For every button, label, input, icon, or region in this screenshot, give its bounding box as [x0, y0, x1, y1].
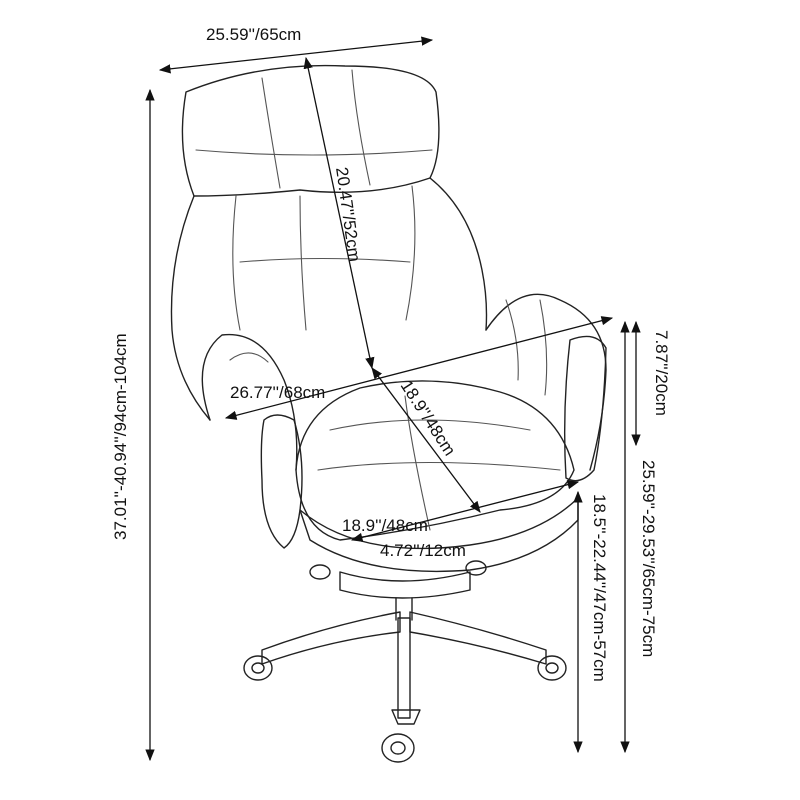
- dimension-labels: 25.59''/65cm 20.47''/52cm 26.77''/68cm 1…: [111, 25, 671, 682]
- seat-height-label: 18.5''-22.44''/47cm-57cm: [590, 494, 609, 682]
- arm-floor-height-label: 25.59''-29.53''/65cm-75cm: [639, 460, 658, 657]
- seat-width-label: 18.9''/48cm: [342, 516, 428, 535]
- seat-depth-label: 18.9''/48cm: [397, 377, 460, 459]
- armrest-height-label: 7.87''/20cm: [652, 330, 671, 416]
- office-chair-drawing: [170, 64, 607, 763]
- cushion-thickness-label: 4.72''/12cm: [380, 541, 466, 560]
- seat-width-line: [350, 480, 580, 542]
- seat-cushion: [295, 380, 575, 541]
- overall-height-label: 37.01''-40.94''/94cm-104cm: [111, 333, 130, 540]
- backrest-height-label: 20.47''/52cm: [332, 166, 364, 263]
- star-base: [261, 611, 401, 665]
- dimension-lines: [145, 36, 641, 762]
- seat-depth-line: [371, 367, 481, 513]
- gas-lift: [395, 597, 413, 621]
- headrest: [181, 64, 440, 197]
- overall-width-label: 25.59''/65cm: [206, 25, 301, 44]
- armrest-span-label: 26.77''/68cm: [230, 383, 325, 402]
- overall-width-line: [158, 36, 434, 74]
- left-armrest: [201, 333, 298, 471]
- backrest: [170, 177, 488, 421]
